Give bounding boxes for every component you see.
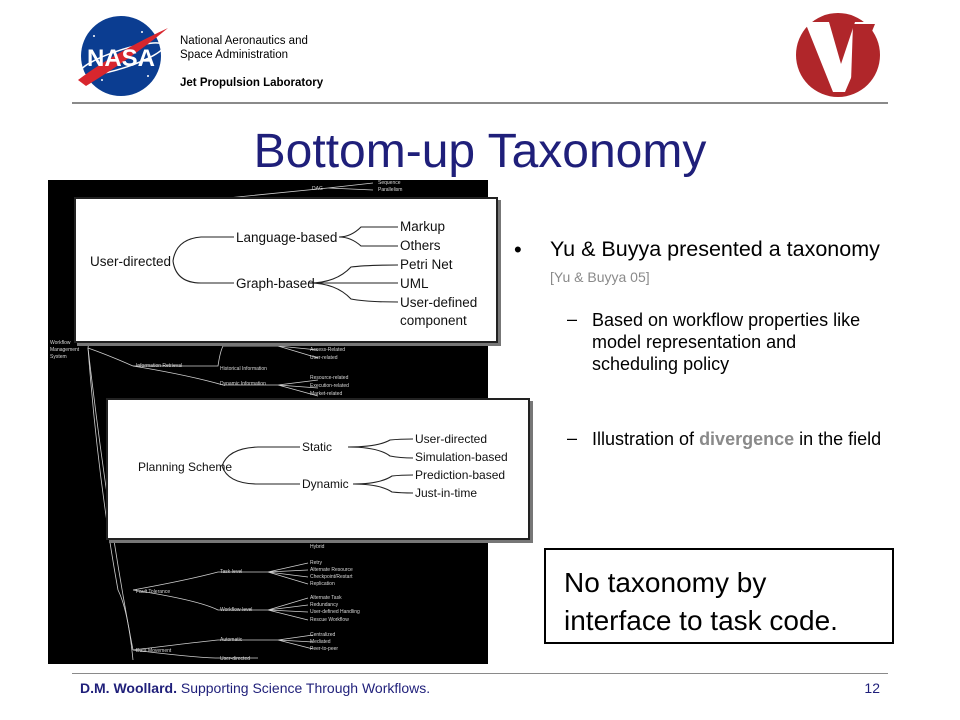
inset2-leaf-simulation: Simulation-based bbox=[415, 450, 508, 464]
citation: [Yu & Buyya 05] bbox=[550, 269, 650, 285]
inset2-leaf-prediction: Prediction-based bbox=[415, 468, 506, 482]
inset2-tree-lines bbox=[221, 438, 414, 494]
task-level-label: Task-level bbox=[220, 569, 243, 575]
task-leaf-2: Alternate Resource bbox=[310, 567, 353, 573]
task-leaf-3: Checkpoint/Restart bbox=[310, 574, 353, 580]
dynamic-leaf-3: Market-related bbox=[310, 391, 343, 397]
inset2-branch-static: Static bbox=[302, 440, 333, 454]
hybrid-label: Hybrid bbox=[310, 544, 325, 550]
static-info-label: Static Information bbox=[220, 342, 259, 348]
divergence-highlight: divergence bbox=[699, 429, 795, 449]
inset1-branch-graph: Graph-based bbox=[236, 276, 315, 291]
workflow-leaf-1: Alternate Task bbox=[310, 595, 342, 601]
static-leaf-1: QoS-related bbox=[310, 340, 337, 346]
data-leaf-3: Peer-to-peer bbox=[310, 646, 339, 652]
footer-title: Supporting Science Through Workflows. bbox=[176, 680, 431, 696]
header-divider bbox=[72, 102, 888, 104]
root-label-1: Workflow bbox=[50, 340, 71, 346]
static-leaf-2: Access-Related bbox=[310, 347, 346, 353]
inset1-leaf-user-defined: User-defined bbox=[400, 295, 478, 310]
inset2-leaf-user-directed: User-directed bbox=[415, 432, 488, 446]
dynamic-leaf-1: Resource-related bbox=[310, 375, 349, 381]
sub2-after: in the field bbox=[794, 429, 882, 449]
inset1-leaf-markup: Markup bbox=[400, 219, 446, 234]
agency-name-line1: National Aeronautics and bbox=[180, 35, 308, 47]
automatic-label: Automatic bbox=[220, 637, 243, 643]
nasa-logo: NASA bbox=[78, 16, 168, 96]
user-directed-small-label: User-directed bbox=[220, 656, 251, 662]
lab-name: Jet Propulsion Laboratory bbox=[180, 77, 324, 89]
dynamic-leaf-2: Execution-related bbox=[310, 383, 349, 389]
task-leaf-4: Replication bbox=[310, 581, 335, 587]
sub1-dash: – bbox=[567, 309, 578, 329]
data-movement-label: Data Movement bbox=[136, 648, 172, 654]
footer-author: D.M. Woollard. bbox=[80, 680, 177, 696]
bullet-main: Yu & Buyya presented a taxonomy [Yu & Bu… bbox=[550, 236, 880, 290]
agency-name-line2: Space Administration bbox=[180, 49, 289, 61]
workflow-leaf-4: Rescue Workflow bbox=[310, 617, 349, 623]
page-number: 12 bbox=[864, 680, 880, 696]
bullet-symbol: • bbox=[514, 237, 522, 262]
dynamic-info-label: Dynamic Information bbox=[220, 381, 266, 387]
fault-tolerance-label: Fault Tolerance bbox=[136, 589, 171, 595]
inset-planning-scheme-tree: Planning Scheme Static Dynamic User-dire… bbox=[106, 398, 530, 540]
workflow-level-label: Workflow-level bbox=[220, 607, 253, 613]
task-leaf-1: Retry bbox=[310, 560, 322, 566]
nasa-logo-text: NASA bbox=[87, 45, 155, 72]
data-leaf-2: Mediated bbox=[310, 639, 331, 645]
inset2-root: Planning Scheme bbox=[138, 460, 233, 474]
inset2-branch-dynamic: Dynamic bbox=[302, 477, 349, 491]
top-leaf-1: Sequence bbox=[378, 180, 401, 186]
workflow-leaf-3: User-defined Handling bbox=[310, 609, 360, 615]
root-label-2: Management bbox=[50, 347, 80, 353]
inset2-leaf-just-in-time: Just-in-time bbox=[415, 486, 478, 500]
sub-bullet-1: Based on workflow properties like model … bbox=[592, 310, 861, 374]
dag-label: DAG bbox=[312, 186, 323, 192]
sub2-before: Illustration of bbox=[592, 429, 700, 449]
footer-divider bbox=[72, 673, 888, 674]
inset1-tree-lines bbox=[172, 226, 399, 303]
inset-user-directed-tree: User-directed Language-based Graph-based… bbox=[74, 197, 498, 343]
footer-text: D.M. Woollard. Supporting Science Throug… bbox=[80, 680, 430, 696]
info-retrieval-label: Information Retrieval bbox=[136, 363, 183, 369]
sub2-dash: – bbox=[567, 428, 578, 448]
top-leaf-2: Parallelism bbox=[378, 187, 403, 193]
inset1-leaf-uml: UML bbox=[400, 276, 429, 291]
slide-title: Bottom-up Taxonomy bbox=[253, 125, 707, 178]
callout-box: No taxonomy by interface to task code. bbox=[544, 548, 894, 644]
inset1-leaf-others: Others bbox=[400, 238, 441, 253]
workflow-leaf-2: Redundancy bbox=[310, 602, 339, 608]
inset1-branch-language: Language-based bbox=[236, 230, 338, 245]
historical-info-label: Historical Information bbox=[220, 366, 267, 372]
static-leaf-3: User-related bbox=[310, 355, 338, 361]
inset1-leaf-petri-net: Petri Net bbox=[400, 257, 453, 272]
data-leaf-1: Centralized bbox=[310, 632, 336, 638]
inset1-root: User-directed bbox=[90, 254, 172, 269]
v-logo bbox=[796, 13, 880, 97]
inset1-leaf-component: component bbox=[400, 313, 467, 328]
root-label-3: System bbox=[50, 354, 67, 360]
bullet-main-text: Yu & Buyya presented a taxonomy bbox=[550, 237, 880, 261]
sub-bullet-2: Illustration of divergence in the field bbox=[592, 428, 882, 450]
